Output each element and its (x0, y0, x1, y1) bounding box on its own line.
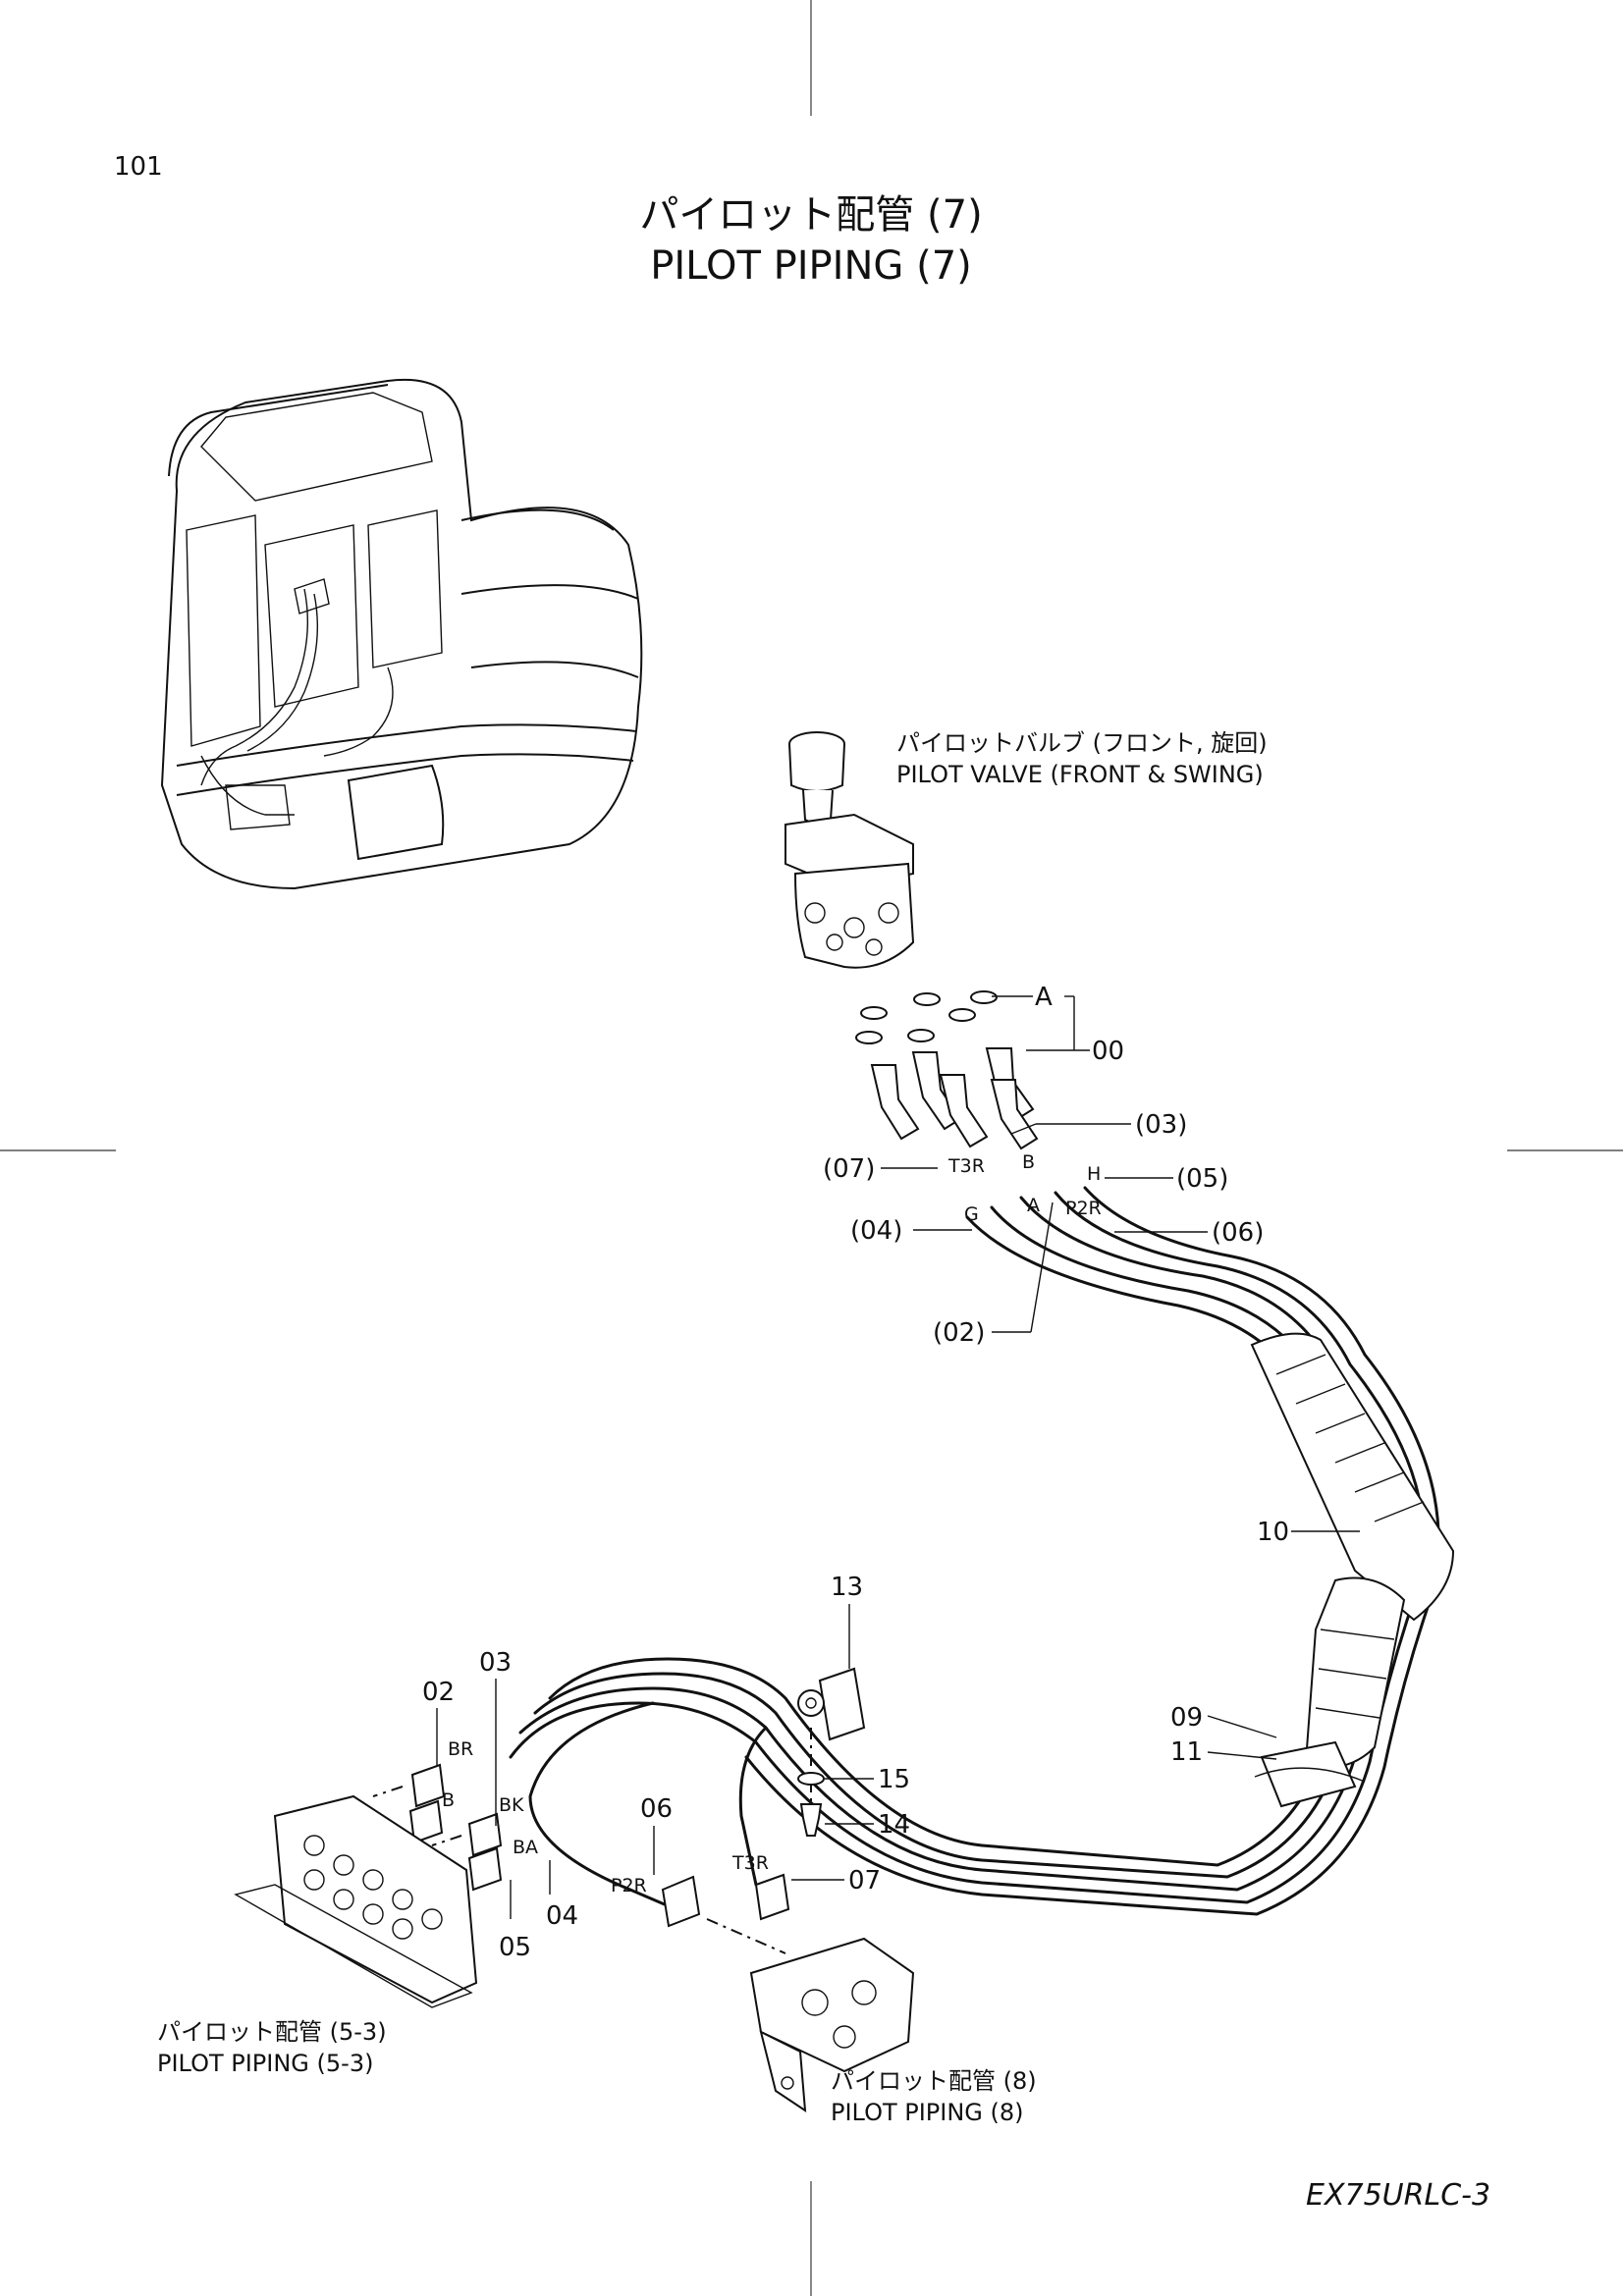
callout-11: 11 (1170, 1737, 1203, 1767)
callout-05: 05 (499, 1933, 531, 1962)
callout-05-top: (05) (1176, 1164, 1228, 1194)
hose-couplings (372, 1763, 790, 1954)
hose-protector (1250, 1332, 1455, 1808)
excavator-overview-illustration (160, 379, 643, 890)
port-t3r-top: T3R (947, 1155, 985, 1177)
port-bk: BK (499, 1794, 524, 1816)
note-piping-5-3-ja: パイロット配管 (5-3) (157, 2018, 387, 2046)
port-p2r: P2R (611, 1875, 647, 1896)
valve-block-illustration (234, 1794, 478, 2008)
port-ba: BA (513, 1837, 538, 1858)
port-br: BR (448, 1738, 473, 1760)
callout-02: 02 (422, 1678, 455, 1707)
port-labels: T3R B H G A P2R BR B BK BA P2R T3R (442, 1151, 1102, 1896)
leader-lines (436, 995, 1360, 1919)
port-g-top: G (964, 1203, 979, 1225)
port-t3r: T3R (731, 1852, 769, 1874)
callout-00: 00 (1092, 1037, 1124, 1066)
callout-09: 09 (1170, 1703, 1203, 1733)
note-piping-8-en: PILOT PIPING (8) (831, 2099, 1024, 2126)
callout-a: A (1035, 983, 1053, 1012)
callout-07-top: (07) (823, 1154, 875, 1184)
pilot-valve-illustration (784, 731, 915, 969)
page-number: 101 (114, 152, 163, 182)
callout-07: 07 (848, 1866, 881, 1896)
callout-02-top: (02) (933, 1318, 985, 1348)
port-b-top: B (1022, 1151, 1035, 1173)
pilot-piping-8-block-illustration (749, 1937, 915, 2112)
port-a-top: A (1027, 1195, 1040, 1216)
callout-04: 04 (546, 1901, 578, 1931)
port-h-top: H (1087, 1163, 1101, 1185)
port-b: B (442, 1789, 455, 1811)
callout-06: 06 (640, 1794, 673, 1824)
model-code: EX75URLC-3 (1306, 2178, 1490, 2213)
elbow-fittings (870, 1047, 1039, 1150)
port-p2r-top: P2R (1065, 1198, 1102, 1219)
callout-04-top: (04) (850, 1216, 902, 1246)
note-piping-5-3-en: PILOT PIPING (5-3) (157, 2050, 373, 2077)
note-pilot-valve-ja: パイロットバルブ (フロント, 旋回) (896, 729, 1268, 757)
note-piping-8-ja: パイロット配管 (8) (831, 2067, 1037, 2095)
note-pilot-valve-en: PILOT VALVE (FRONT & SWING) (896, 761, 1264, 788)
o-rings (855, 990, 998, 1044)
callout-15: 15 (878, 1765, 910, 1794)
callout-10: 10 (1257, 1518, 1289, 1547)
clamp-assembly (797, 1667, 866, 1837)
title-english: PILOT PIPING (7) (650, 243, 972, 289)
callout-06-top: (06) (1212, 1218, 1264, 1248)
title-japanese: パイロット配管 (7) (639, 192, 982, 238)
callout-03: 03 (479, 1648, 512, 1678)
callout-14: 14 (878, 1810, 910, 1840)
callout-13: 13 (831, 1573, 863, 1602)
callout-03-top: (03) (1135, 1110, 1187, 1140)
callouts: A 00 (03) (07) (05) (04) (06) (02) 10 13… (422, 983, 1289, 1962)
